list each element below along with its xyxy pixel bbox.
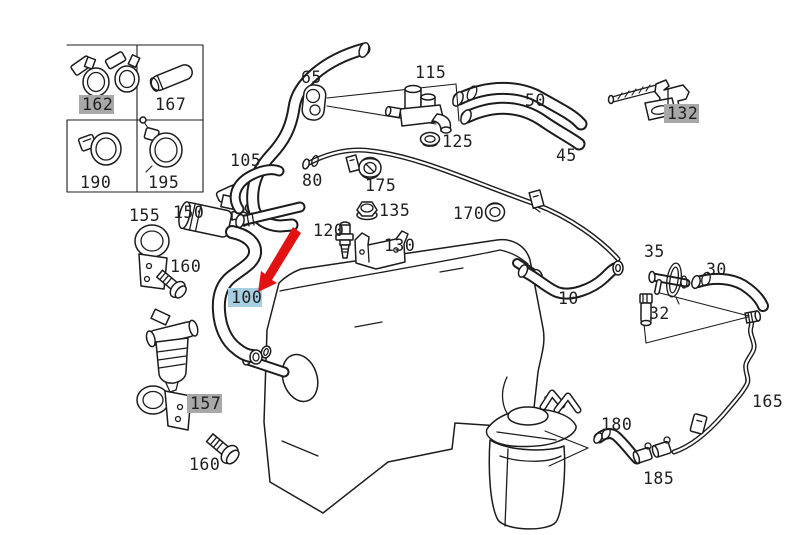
hose-10-drawing	[517, 260, 624, 300]
part-label-157[interactable]: 157	[187, 394, 222, 413]
part-label-135[interactable]: 135	[379, 201, 410, 220]
engine-block-drawing	[242, 238, 546, 514]
bolt-160-upper-drawing	[155, 269, 187, 299]
part-label-165[interactable]: 165	[752, 392, 783, 411]
fitting-35-drawing	[648, 262, 691, 305]
part-label-125[interactable]: 125	[442, 132, 473, 151]
part-label-170[interactable]: 170	[453, 204, 484, 223]
part-label-195[interactable]: 195	[148, 173, 179, 192]
connectors-185-drawing	[632, 436, 672, 464]
part-label-160-lower[interactable]: 160	[189, 455, 220, 474]
part-number-100[interactable]: 100	[231, 288, 262, 307]
legend-box	[66, 44, 204, 193]
part-label-185[interactable]: 185	[643, 469, 674, 488]
pipe-165-drawing	[643, 292, 762, 455]
part-label-105[interactable]: 105	[230, 151, 261, 170]
part-number-162[interactable]: 162	[82, 95, 113, 114]
bolt-160-lower-drawing	[205, 433, 240, 465]
part-number-132[interactable]: 132	[667, 104, 698, 123]
hose-105-drawing	[229, 164, 285, 215]
hose-30-drawing	[691, 271, 769, 312]
heater-pipe-drawing	[302, 147, 621, 262]
cap-125-drawing	[419, 131, 441, 147]
label-highlight-132[interactable]	[664, 104, 699, 123]
part-label-180[interactable]: 180	[601, 415, 632, 434]
nipple-32-drawing	[639, 293, 653, 327]
part-label-162[interactable]: 162	[79, 95, 114, 114]
sensor-120-drawing	[335, 221, 354, 259]
part-label-190[interactable]: 190	[80, 173, 111, 192]
part-label-175[interactable]: 175	[365, 176, 396, 195]
part-label-115[interactable]: 115	[415, 63, 446, 82]
part-label-160-upper[interactable]: 160	[170, 257, 201, 276]
expansion-tank-drawing	[485, 389, 589, 530]
part-label-32[interactable]: 32	[649, 304, 670, 323]
label-highlight-157[interactable]	[187, 394, 222, 413]
valve-115-drawing	[384, 84, 452, 134]
part-label-65[interactable]: 65	[301, 68, 322, 87]
sleeve-167-drawing	[149, 64, 193, 92]
grommet-175-drawing	[358, 156, 382, 180]
red-pointer-arrow	[258, 227, 301, 292]
aux-valve-157-drawing	[145, 308, 199, 393]
clamp-195-drawing	[139, 116, 183, 173]
hose-100-drawing	[211, 225, 263, 365]
hose-180-drawing	[593, 428, 643, 465]
part-label-130[interactable]: 130	[384, 236, 415, 255]
label-highlight-100[interactable]	[228, 288, 262, 307]
grommet-170-drawing	[484, 202, 506, 222]
pipe-stub-drawing	[235, 201, 306, 229]
part-label-155[interactable]: 155	[129, 206, 160, 225]
part-label-50[interactable]: 50	[525, 91, 546, 110]
part-label-30[interactable]: 30	[706, 260, 727, 279]
clamp-162-drawing	[70, 51, 141, 97]
part-label-100[interactable]: 100	[228, 288, 262, 307]
part-label-150[interactable]: 150	[173, 203, 204, 222]
part-number-157[interactable]: 157	[190, 394, 221, 413]
part-label-132[interactable]: 132	[664, 104, 699, 123]
part-label-80[interactable]: 80	[302, 171, 323, 190]
bracket-157-drawing	[136, 385, 192, 431]
part-label-35[interactable]: 35	[644, 242, 665, 261]
clamp-190-drawing	[77, 132, 122, 166]
hose-45-drawing	[460, 101, 586, 151]
nut-135-drawing	[356, 201, 378, 221]
part-label-10[interactable]: 10	[558, 289, 579, 308]
part-label-120[interactable]: 120	[313, 221, 344, 240]
bracket-130-drawing	[354, 230, 409, 270]
hose-50-drawing	[452, 81, 588, 131]
label-highlight-162[interactable]	[79, 95, 114, 114]
part-label-167[interactable]: 167	[155, 95, 186, 114]
part-label-45[interactable]: 45	[556, 146, 577, 165]
